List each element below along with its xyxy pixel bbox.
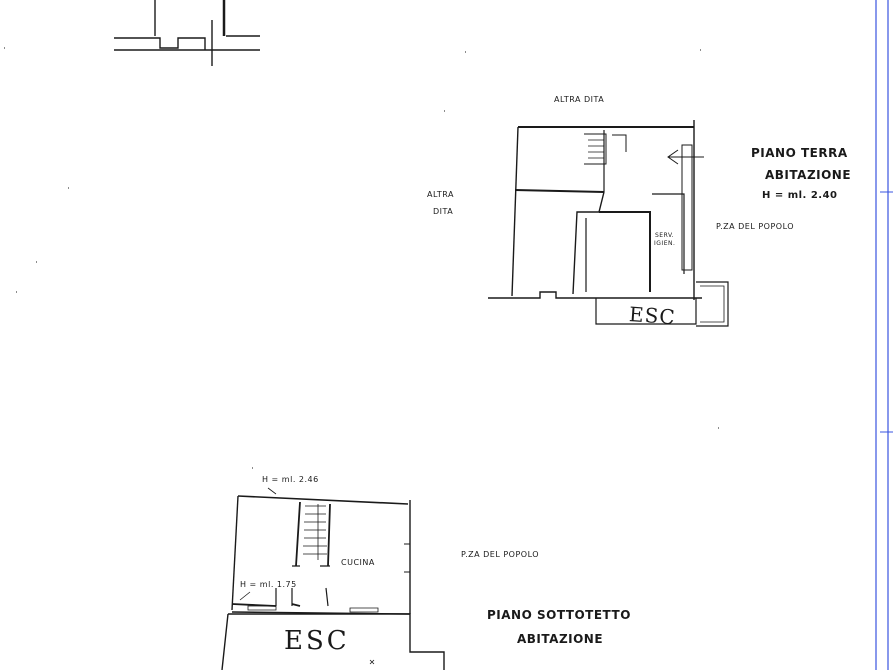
label-bathroom-1: SERV.: [655, 232, 675, 239]
label-abitazione-ground: ABITAZIONE: [765, 168, 852, 182]
label-piazza-popolo-ground: P.ZA DEL POPOLO: [716, 222, 795, 231]
label-altra-dita-left-2: DITA: [433, 207, 454, 216]
sheet-frame: [875, 0, 893, 670]
label-esc-attic: ESC: [284, 626, 350, 656]
label-height-ground: H = ml. 2.40: [762, 190, 838, 201]
label-abitazione-attic: ABITAZIONE: [517, 632, 604, 646]
label-bathroom-2: IGIEN.: [654, 240, 676, 247]
label-esc-ground: ESC: [628, 302, 677, 330]
plan-ground-floor: [488, 120, 729, 327]
label-height-attic-low: H = ml. 1.75: [240, 580, 297, 589]
label-piano-terra: PIANO TERRA: [751, 146, 848, 160]
label-piazza-popolo-attic: P.ZA DEL POPOLO: [461, 550, 540, 559]
label-altra-dita-top: ALTRA DITA: [554, 95, 605, 104]
label-altra-dita-left-1: ALTRA: [427, 190, 454, 199]
plan-attic-floor: [221, 487, 445, 670]
label-height-attic-top: H = ml. 2.46: [262, 475, 319, 484]
label-cucina: CUCINA: [341, 558, 375, 567]
label-piano-sottotetto: PIANO SOTTOTETTO: [487, 608, 631, 622]
plan-fragment-top: [114, 0, 260, 66]
scan-speckles: [4, 47, 719, 469]
